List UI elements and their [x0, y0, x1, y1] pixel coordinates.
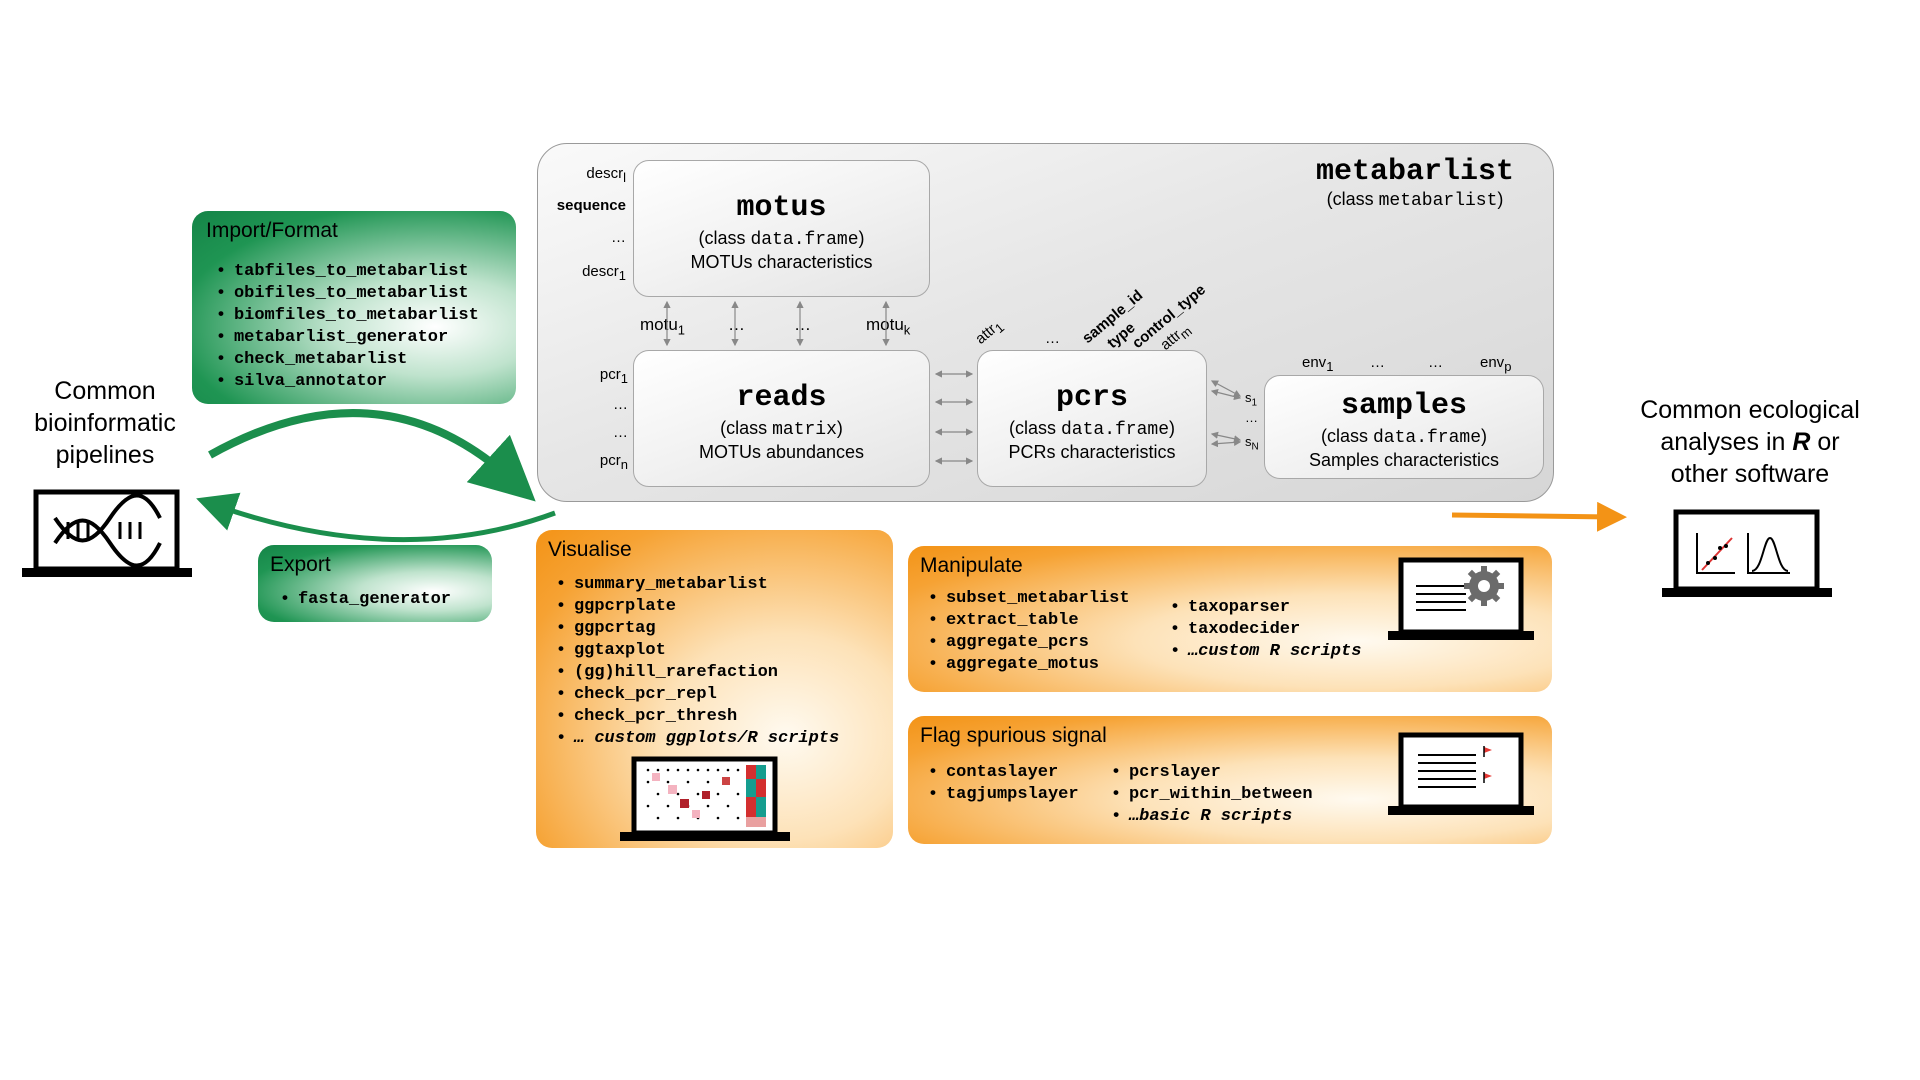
manipulate-list-a: subset_metabarlist extract_table aggrega…	[930, 586, 1130, 674]
list-item: subset_metabarlist	[930, 586, 1130, 608]
list-item: pcr_within_between	[1113, 782, 1313, 804]
list-item: …custom R scripts	[1172, 639, 1361, 661]
motus-attr-label: descr1	[582, 263, 626, 283]
visualise-box: Visualise summary_metabarlist ggpcrplate…	[536, 530, 893, 848]
flag-icon	[1388, 732, 1534, 815]
export-arrow	[196, 492, 556, 543]
list-item: contaslayer	[930, 760, 1079, 782]
motus-title: motus	[736, 191, 827, 225]
list-item: metabarlist_generator	[218, 325, 479, 347]
chart-icon	[1662, 509, 1832, 597]
motus-box: motus (class data.frame) MOTUs character…	[633, 160, 930, 297]
samples-box: samples (class data.frame) Samples chara…	[1264, 375, 1544, 479]
list-item: ggtaxplot	[558, 638, 839, 660]
list-item: … custom ggplots/R scripts	[558, 726, 839, 748]
caption-line: other software	[1670, 460, 1830, 488]
samples-title: samples	[1340, 389, 1468, 423]
list-item: taxoparser	[1172, 595, 1361, 617]
import-title: Import/Format	[206, 219, 338, 242]
export-title: Export	[270, 553, 331, 576]
samples-class: (class data.frame)	[1320, 426, 1488, 448]
list-item: taxodecider	[1172, 617, 1361, 639]
s-label: sN	[1245, 434, 1259, 453]
motus-ellipsis-label: …	[611, 229, 626, 246]
env-label: env1	[1302, 354, 1334, 374]
list-item: aggregate_motus	[930, 652, 1130, 674]
pcr-label: pcr1	[599, 366, 628, 386]
flag-box: Flag spurious signal contaslayer tagjump…	[908, 716, 1552, 844]
list-item: (gg)hill_rarefaction	[558, 660, 839, 682]
list-item: biomfiles_to_metabarlist	[218, 303, 479, 325]
import-arrow	[208, 409, 536, 502]
samples-desc: Samples characteristics	[1308, 450, 1500, 470]
visualise-title: Visualise	[548, 538, 632, 561]
caption-line: bioinformatic	[34, 409, 176, 437]
pcr-label: …	[613, 396, 628, 413]
metabarlist-title: metabarlist	[1315, 155, 1515, 189]
caption-line: Common	[54, 377, 156, 405]
manipulate-title: Manipulate	[920, 554, 1023, 577]
visualise-list: summary_metabarlist ggpcrplate ggpcrtag …	[558, 572, 839, 748]
heatmap-icon	[620, 756, 790, 841]
motus-sequence-label: sequence	[556, 197, 626, 214]
metabarlist-header: metabarlist (class metabarlist)	[1300, 155, 1530, 211]
list-item: check_pcr_repl	[558, 682, 839, 704]
list-item: …basic R scripts	[1113, 804, 1313, 826]
import-format-box: Import/Format tabfiles_to_metabarlist ob…	[192, 211, 516, 404]
list-item: tabfiles_to_metabarlist	[218, 259, 479, 281]
right-caption: Common ecological analyses in R or other…	[1620, 394, 1880, 490]
list-item: silva_annotator	[218, 369, 479, 391]
env-label: …	[1370, 354, 1385, 371]
env-label: envp	[1480, 354, 1512, 374]
s-label: …	[1245, 410, 1258, 425]
caption-line: analyses in R or	[1660, 428, 1840, 456]
list-item: tagjumpslayer	[930, 782, 1079, 804]
pcr-label: pcrn	[599, 452, 628, 472]
list-item: check_pcr_thresh	[558, 704, 839, 726]
left-caption: Common bioinformatic pipelines	[15, 375, 195, 471]
motus-attr-label: descrl	[586, 165, 626, 185]
output-arrow	[1451, 501, 1627, 532]
list-item: aggregate_pcrs	[930, 630, 1130, 652]
list-item: check_metabarlist	[218, 347, 479, 369]
dna-icon	[22, 489, 192, 577]
flag-title: Flag spurious signal	[920, 724, 1107, 747]
gear-icon	[1388, 557, 1534, 640]
pcrs-class: (class data.frame)	[1008, 418, 1176, 440]
caption-line: pipelines	[55, 441, 155, 469]
manipulate-box: Manipulate subset_metabarlist extract_ta…	[908, 546, 1552, 692]
flag-list-a: contaslayer tagjumpslayer	[930, 760, 1079, 804]
pcr-label: …	[613, 424, 628, 441]
motus-class: (class data.frame)	[698, 228, 865, 250]
reads-title: reads	[736, 381, 827, 415]
pcrs-desc: PCRs characteristics	[1008, 442, 1176, 462]
caption-line: Common ecological	[1640, 396, 1860, 424]
pcrs-title: pcrs	[1055, 381, 1128, 415]
attr-label: …	[1045, 330, 1060, 347]
import-list: tabfiles_to_metabarlist obifiles_to_meta…	[218, 259, 479, 391]
reads-box: reads (class matrix) MOTUs abundances	[633, 350, 930, 487]
env-label: …	[1428, 354, 1443, 371]
pcrs-box: pcrs (class data.frame) PCRs characteris…	[977, 350, 1207, 487]
motus-desc: MOTUs characteristics	[690, 252, 873, 272]
export-list: fasta_generator	[282, 587, 451, 609]
export-box: Export fasta_generator	[258, 545, 492, 622]
s-label: s1	[1245, 390, 1258, 409]
flag-list-b: pcrslayer pcr_within_between …basic R sc…	[1113, 760, 1313, 826]
list-item: summary_metabarlist	[558, 572, 839, 594]
list-item: obifiles_to_metabarlist	[218, 281, 479, 303]
reads-desc: MOTUs abundances	[698, 442, 865, 462]
list-item: extract_table	[930, 608, 1130, 630]
list-item: fasta_generator	[282, 587, 451, 609]
reads-class: (class matrix)	[720, 418, 843, 440]
list-item: ggpcrtag	[558, 616, 839, 638]
list-item: pcrslayer	[1113, 760, 1313, 782]
manipulate-list-b: taxoparser taxodecider …custom R scripts	[1172, 595, 1361, 661]
metabarlist-class: (class metabarlist)	[1326, 189, 1504, 211]
list-item: ggpcrplate	[558, 594, 839, 616]
